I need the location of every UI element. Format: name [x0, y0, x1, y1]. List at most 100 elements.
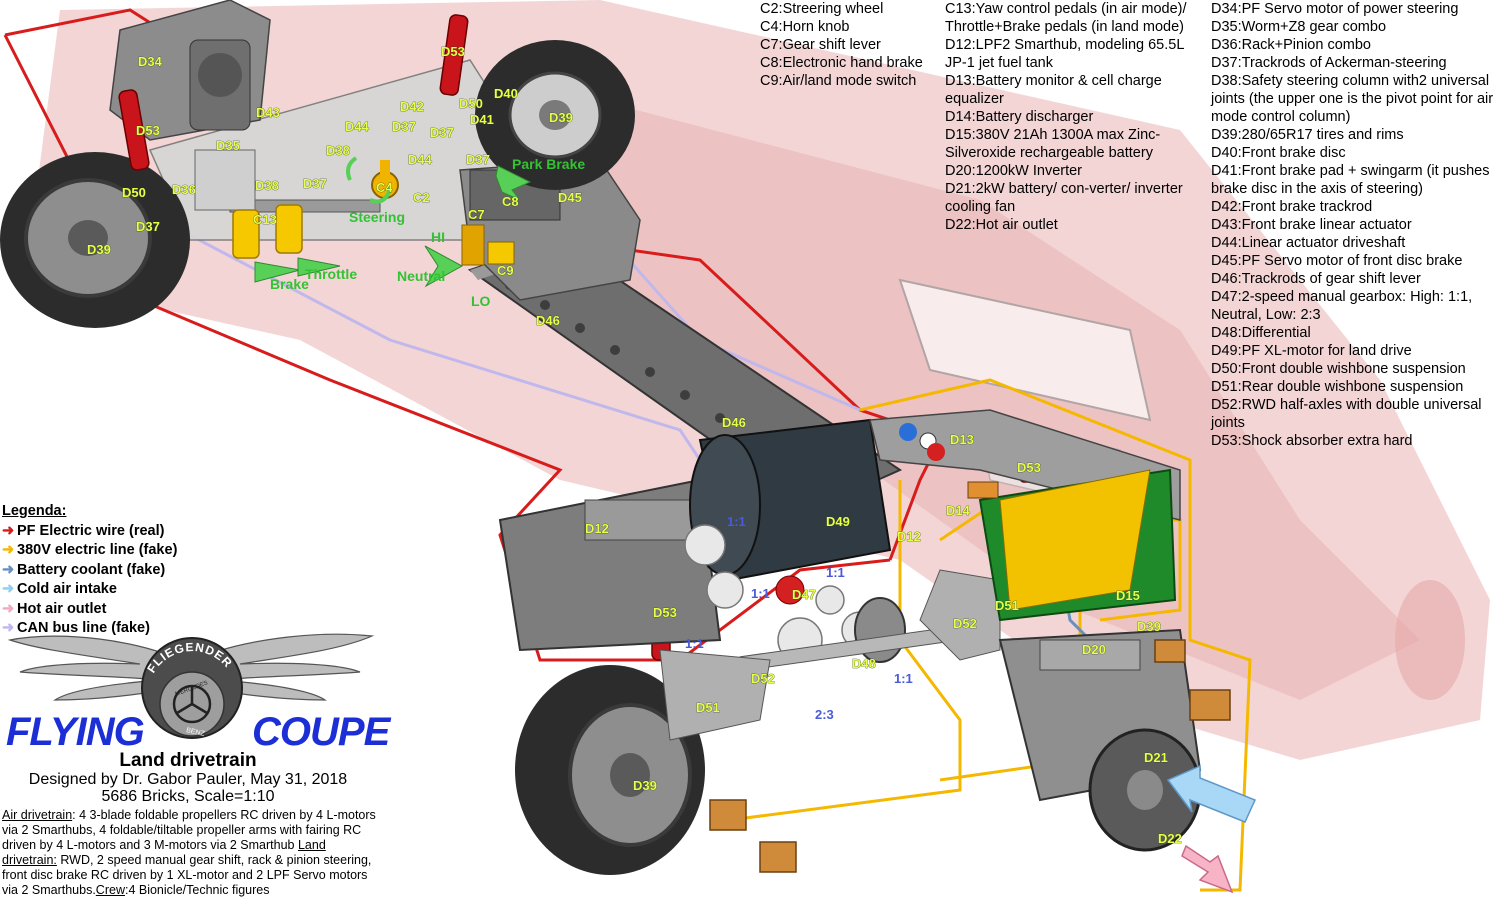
component-item: D13:Battery monitor & cell charge equali… — [945, 73, 1162, 107]
component-item: D42:Front brake trackrod — [1211, 199, 1373, 215]
tag-d42: D42 — [400, 99, 424, 114]
tag-d12-right: D12 — [897, 529, 921, 544]
land-drivetrain-text: RWD, 2 speed manual gear shift, rack & p… — [2, 853, 372, 897]
component-item: D36:Rack+Pinion combo — [1211, 37, 1371, 53]
wheel-front-left — [0, 152, 190, 328]
component-item: D15:380V 21Ah 1300A max Zinc-Silveroxide… — [945, 127, 1161, 161]
tag-d53-front-right: D53 — [441, 44, 465, 59]
tag-d39-rear-right: D39 — [1137, 619, 1161, 634]
legend-title: Legenda: — [2, 503, 67, 519]
rear-assembly — [498, 409, 1231, 873]
tag-d44: D44 — [408, 152, 433, 167]
component-item: D22:Hot air outlet — [945, 217, 1058, 233]
legend-item-label: Battery coolant (fake) — [17, 561, 166, 578]
tag-d50-right: D50 — [459, 96, 483, 111]
label-brake: Brake — [270, 276, 309, 292]
cold-air-intake-arrow — [1166, 764, 1257, 823]
ratio-left: 1:1 — [751, 586, 770, 601]
component-item: D45:PF Servo motor of front disc brake — [1211, 253, 1463, 269]
component-item: D12:LPF2 Smarthub, modeling 65.5L JP-1 j… — [945, 37, 1184, 71]
component-item: D39:280/65R17 tires and rims — [1211, 127, 1404, 143]
tag-d47: D47 — [792, 587, 816, 602]
tag-d37-top: D37 — [392, 119, 416, 134]
legend-item: ➜Cold air intake — [2, 580, 177, 600]
component-item: D49:PF XL-motor for land drive — [1211, 343, 1412, 359]
gear-ratios: 1:1 1:1 1:1 1:1 1:1 2:3 — [685, 514, 913, 722]
tag-d41: D41 — [470, 112, 494, 127]
air-flow-arrows — [1166, 764, 1257, 894]
legend-item: ➜CAN bus line (fake) — [2, 619, 177, 639]
tag-d46-front: D46 — [536, 313, 560, 328]
wheel-rear-left — [515, 665, 705, 875]
component-item: D34:PF Servo motor of power steering — [1211, 1, 1459, 17]
component-tags: D34 D53 D53 D43 D42 D50 D40 D39 D44 D37 … — [87, 44, 1182, 847]
land-drivetrain-label: Land drivetrain: — [2, 838, 326, 867]
tag-d39-front-right: D39 — [549, 110, 573, 125]
component-item: D48:Differential — [1211, 325, 1311, 341]
tag-d21: D21 — [1144, 750, 1168, 765]
tag-d12-left: D12 — [585, 521, 609, 536]
label-throttle: Throttle — [305, 266, 357, 282]
legend-items: ➜PF Electric wire (real)➜380V electric l… — [2, 522, 177, 639]
legend-item: ➜380V electric line (fake) — [2, 541, 177, 561]
label-park-brake: Park Brake — [512, 156, 585, 172]
arrow-icon: ➜ — [2, 600, 15, 617]
component-item: C9:Air/land mode switch — [760, 73, 917, 89]
legend-item: ➜Battery coolant (fake) — [2, 561, 177, 581]
tag-c4: C4 — [376, 180, 393, 195]
legend-item-label: 380V electric line (fake) — [17, 542, 178, 558]
component-item: D53:Shock absorber extra hard — [1211, 433, 1413, 449]
air-drivetrain-text: : 4 3-blade foldable propellers RC drive… — [2, 808, 376, 852]
component-item: D37:Trackrods of Ackerman-steering — [1211, 55, 1447, 71]
mercedes-star-icon — [172, 684, 212, 724]
control-labels: Park Brake Steering HI Throttle Neutral … — [270, 156, 585, 309]
subtitle: Land drivetrain — [119, 750, 257, 771]
component-item: D46:Trackrods of gear shift lever — [1211, 271, 1421, 287]
tag-d44-top: D44 — [345, 119, 370, 134]
component-item: D14:Battery discharger — [945, 109, 1094, 125]
crew-label: Crew — [95, 883, 125, 897]
ratio-diff: 1:1 — [894, 671, 913, 686]
component-item: D44:Linear actuator driveshaft — [1211, 235, 1406, 251]
legend-item-label: PF Electric wire (real) — [17, 522, 165, 539]
logo-title-right: COUPE — [252, 710, 390, 754]
tag-d51-right: D51 — [995, 598, 1019, 613]
tag-c7: C7 — [468, 207, 485, 222]
component-item: D52:RWD half-axles with double universal… — [1211, 397, 1482, 431]
tag-d51-left: D51 — [696, 700, 720, 715]
component-item: C13:Yaw control pedals (in air mode)/ Th… — [945, 1, 1187, 35]
wheel-front-right — [475, 40, 635, 190]
tag-d39-rear-left: D39 — [633, 778, 657, 793]
component-item: D41:Front brake pad + swingarm (it pushe… — [1211, 163, 1490, 197]
label-neutral: Neutral — [397, 268, 445, 284]
label-lo: LO — [471, 293, 491, 309]
component-item: D20:1200kW Inverter — [945, 163, 1083, 179]
component-item: C8:Electronic hand brake — [760, 55, 923, 71]
tag-d48: D48 — [852, 656, 876, 671]
component-item: D51:Rear double wishbone suspension — [1211, 379, 1464, 395]
component-item: D43:Front brake linear actuator — [1211, 217, 1412, 233]
logo-brand-bottom: BENZ — [185, 727, 205, 738]
ratio-shock: 1:1 — [685, 636, 704, 651]
front-axle-assembly — [109, 0, 641, 301]
tag-d20: D20 — [1082, 642, 1106, 657]
tag-d37-right: D37 — [466, 152, 490, 167]
component-item: C2:Streering wheel — [760, 1, 884, 17]
legend-item: ➜Hot air outlet — [2, 600, 177, 620]
component-item: D35:Worm+Z8 gear combo — [1211, 19, 1387, 35]
ratio-upper: 1:1 — [727, 514, 746, 529]
label-steering: Steering — [349, 209, 405, 225]
tag-d37-mid: D37 — [430, 125, 454, 140]
tag-d43: D43 — [256, 105, 280, 120]
tag-d38: D38 — [255, 178, 279, 193]
tag-d50-left: D50 — [122, 185, 146, 200]
tag-d53-rear-left: D53 — [653, 605, 677, 620]
legend-item-label: CAN bus line (fake) — [17, 620, 150, 636]
legend-item-label: Hot air outlet — [17, 600, 107, 617]
arrow-icon: ➜ — [2, 522, 15, 539]
tag-d13: D13 — [950, 432, 974, 447]
legend-item-label: Cold air intake — [17, 581, 117, 597]
tag-d52-left: D52 — [751, 671, 775, 686]
